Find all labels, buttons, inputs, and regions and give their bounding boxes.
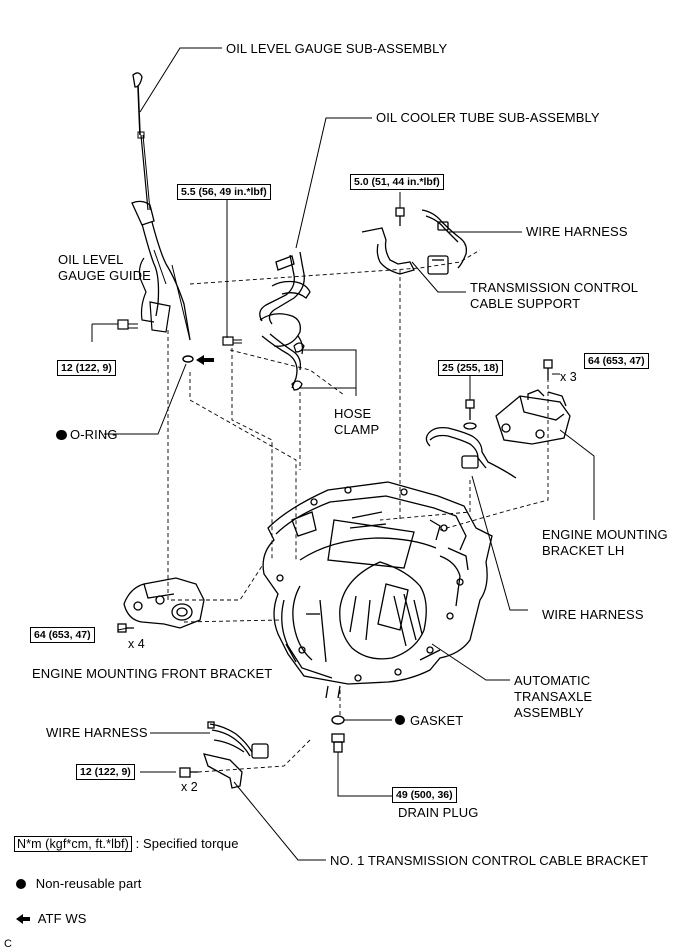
legend-non-reusable: Non-reusable part (16, 876, 141, 892)
gasket-part (331, 715, 345, 725)
oil-level-gauge-guide-part (131, 200, 191, 341)
cable-support-part (361, 207, 415, 275)
drain-plug-part (331, 733, 345, 753)
assembly-lines (167, 249, 549, 773)
mult-mount-lh: x 3 (560, 370, 577, 384)
oil-level-gauge-part (132, 72, 151, 211)
atf-arrow-icon (196, 355, 214, 365)
label-transaxle-3: ASSEMBLY (514, 705, 584, 720)
no1-cable-bracket-part (179, 753, 243, 789)
torque-harness-bolt: 25 (255, 18) (438, 360, 503, 376)
corner-code: C (4, 938, 13, 950)
hose-clamp-part (291, 342, 305, 391)
label-gasket: GASKET (410, 713, 464, 728)
non-reusable-dot-icon (16, 879, 26, 889)
label-tcc-support-1: TRANSMISSION CONTROL (470, 280, 639, 295)
label-hose-clamp-1: HOSE (334, 406, 372, 421)
torque-mount-lh-bolt: 64 (653, 47) (584, 353, 649, 369)
label-engine-mount-lh-2: BRACKET LH (542, 543, 625, 558)
label-transaxle-2: TRANSAXLE (514, 689, 593, 704)
o-ring-label: O-RING (56, 427, 118, 443)
mult-mount-front: x 4 (128, 637, 145, 651)
transaxle-case-part (262, 481, 493, 699)
label-engine-mount-lh-1: ENGINE MOUNTING (542, 527, 668, 542)
label-gauge-guide-2: GAUGE GUIDE (58, 268, 151, 283)
o-ring-part (182, 355, 194, 363)
torque-gauge-guide-bolt: 12 (122, 9) (57, 360, 116, 376)
mult-cable-bracket: x 2 (181, 780, 198, 794)
gasket-dot-icon (395, 715, 405, 725)
torque-cooler-bolt: 5.5 (56, 49 in.*lbf) (177, 184, 271, 200)
label-oil-cooler-tube: OIL COOLER TUBE SUB-ASSEMBLY (376, 110, 600, 125)
legend-non-reusable-text: Non-reusable part (35, 876, 142, 891)
legend-atf-arrow-icon (16, 914, 30, 924)
label-gauge-guide-1: OIL LEVEL (58, 252, 124, 267)
o-ring-label-dot-icon (56, 430, 66, 440)
gauge-guide-bolt-part (117, 319, 138, 330)
legend-atf: ATF WS (16, 911, 86, 927)
legend-torque-text: : Specified torque (135, 836, 239, 851)
label-no1-tcc-bracket: NO. 1 TRANSMISSION CONTROL CABLE BRACKET (330, 853, 649, 868)
legend-atf-text: ATF WS (37, 911, 87, 926)
label-wire-harness-bottom: WIRE HARNESS (46, 725, 148, 740)
label-engine-mount-front: ENGINE MOUNTING FRONT BRACKET (32, 666, 273, 681)
leader-lines (91, 47, 595, 861)
legend-torque-box: N*m (kgf*cm, ft.*lbf) (14, 836, 132, 852)
label-transaxle-1: AUTOMATIC (514, 673, 591, 688)
label-wire-harness-top: WIRE HARNESS (526, 224, 628, 239)
label-o-ring: O-RING (70, 427, 118, 442)
wire-harness-bottom-part (207, 721, 269, 759)
label-drain-plug: DRAIN PLUG (398, 805, 479, 820)
torque-mount-front-bolt: 64 (653, 47) (30, 627, 95, 643)
oil-cooler-tube-part (259, 251, 311, 389)
legend-torque: N*m (kgf*cm, ft.*lbf) : Specified torque (14, 836, 239, 852)
torque-cable-bracket-bolt: 12 (122, 9) (76, 764, 135, 780)
label-hose-clamp-2: CLAMP (334, 422, 380, 437)
engine-mount-lh-part (495, 359, 571, 445)
wire-harness-mid-part (425, 399, 517, 479)
cooler-bolt-part (222, 336, 242, 346)
torque-cable-support-bolt: 5.0 (51, 44 in.*lbf) (350, 174, 444, 190)
label-oil-level-gauge: OIL LEVEL GAUGE SUB-ASSEMBLY (226, 41, 448, 56)
engine-mount-front-part (117, 577, 205, 633)
torque-drain-plug: 49 (500, 36) (392, 787, 457, 803)
label-wire-harness-mid: WIRE HARNESS (542, 607, 644, 622)
label-tcc-support-2: CABLE SUPPORT (470, 296, 581, 311)
